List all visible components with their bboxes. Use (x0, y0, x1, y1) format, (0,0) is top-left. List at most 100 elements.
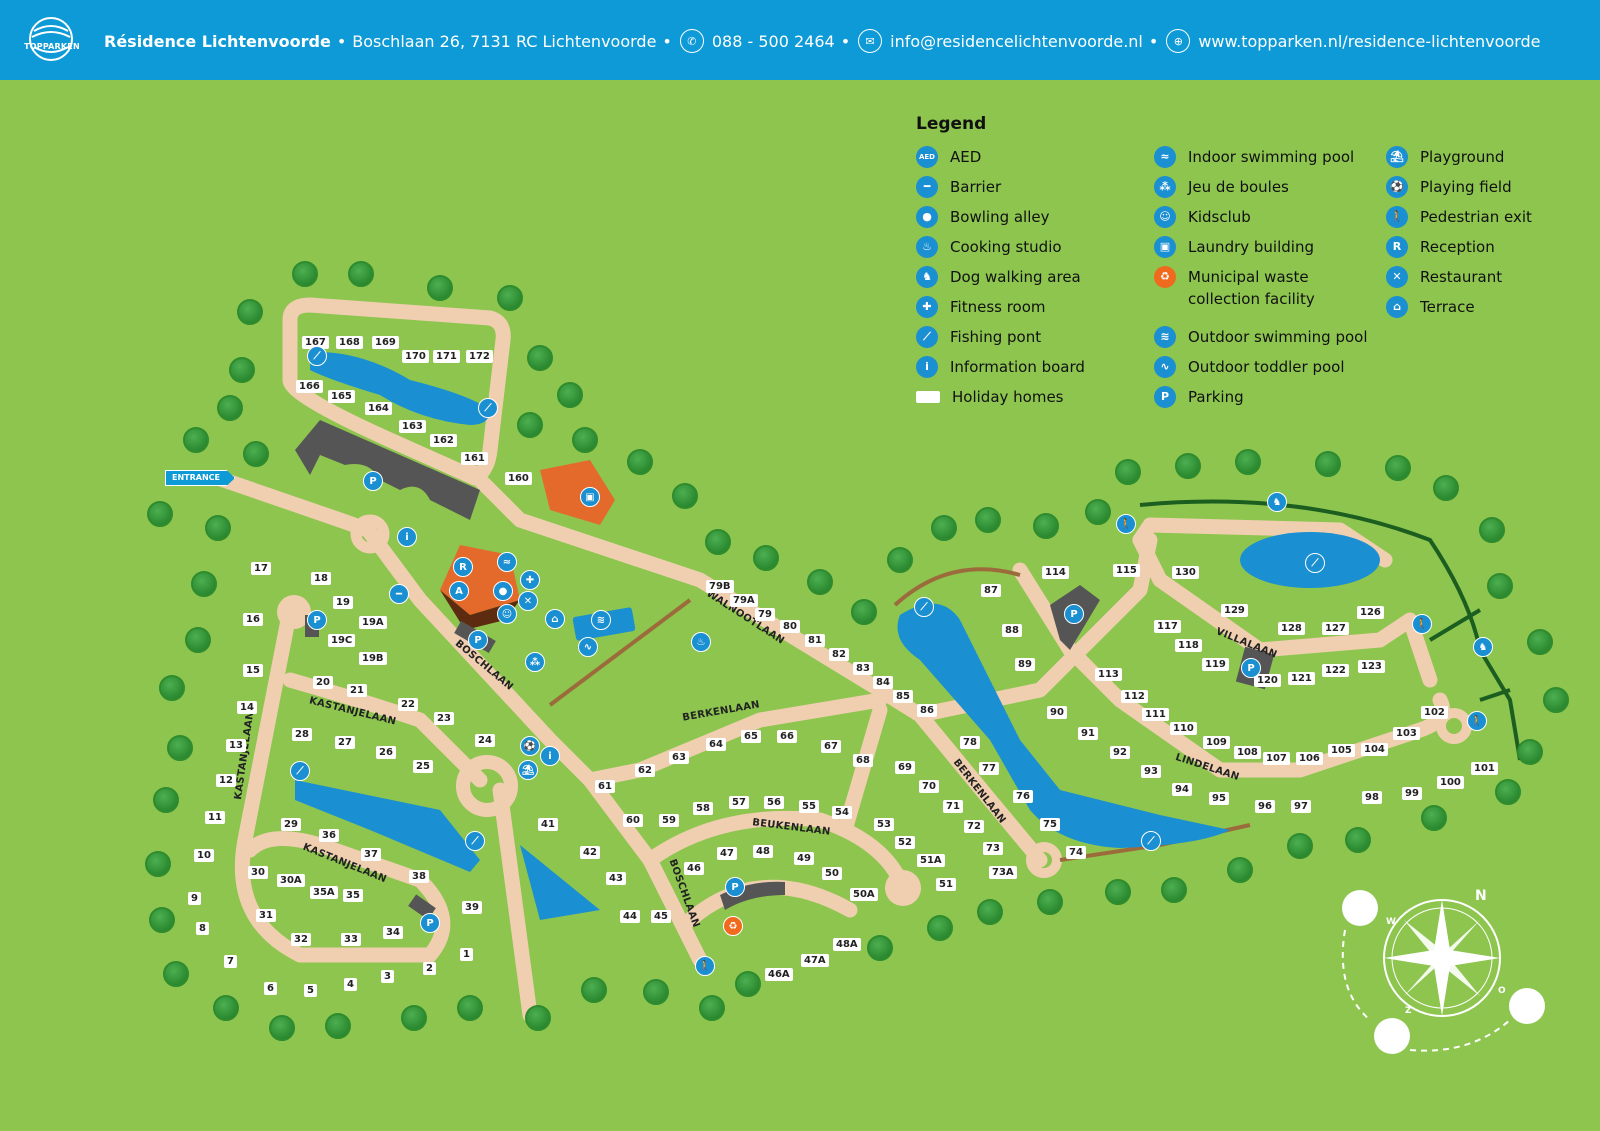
legend-label: Parking (1188, 388, 1244, 406)
legend-item: Holiday homes (916, 386, 1064, 408)
house-number: 121 (1288, 672, 1315, 685)
house-number: 81 (805, 634, 825, 647)
legend-item: ⁂Jeu de boules (1154, 176, 1289, 198)
restaurant-icon[interactable]: ✕ (518, 591, 538, 611)
park-phone[interactable]: 088 - 500 2464 (711, 31, 835, 51)
waste-icon[interactable]: ♻ (723, 916, 743, 936)
legend-item: ☺Kidsclub (1154, 206, 1251, 228)
house-number: 7 (224, 955, 237, 968)
tree-icon (975, 507, 1001, 533)
north-loop-road (282, 297, 511, 486)
aed-icon[interactable]: A (449, 581, 469, 601)
house-number: 42 (580, 846, 600, 859)
house-number: 73 (983, 842, 1003, 855)
house-number: 112 (1121, 690, 1148, 703)
house-number: 122 (1322, 664, 1349, 677)
tree-icon (517, 412, 543, 438)
house-number: 66 (777, 730, 797, 743)
info-icon[interactable]: i (397, 527, 417, 547)
legend-item: ♞Dog walking area (916, 266, 1081, 288)
house-number: 21 (347, 684, 367, 697)
parking-icon[interactable]: P (725, 877, 745, 897)
pedestrian-icon[interactable]: 🚶 (1116, 514, 1136, 534)
barrier-icon[interactable]: ━ (389, 584, 409, 604)
bowling-icon[interactable]: ● (493, 581, 513, 601)
info-icon[interactable]: i (540, 746, 560, 766)
laundry-icon[interactable]: ▣ (580, 487, 600, 507)
parking-icon[interactable]: P (420, 913, 440, 933)
holiday-home-icon (916, 391, 940, 403)
indoor-pool-icon[interactable]: ≈ (497, 552, 517, 572)
tree-icon (1517, 739, 1543, 765)
pedestrian-icon[interactable]: 🚶 (1467, 711, 1487, 731)
laundry-icon: ▣ (1154, 236, 1176, 258)
house-number: 35 (343, 889, 363, 902)
park-website[interactable]: www.topparken.nl/residence-lichtenvoorde (1198, 31, 1541, 51)
fishing-icon[interactable]: ⟋ (307, 346, 327, 366)
tree-icon (149, 907, 175, 933)
toddler-pool-icon: ∿ (1154, 356, 1176, 378)
email-icon: ✉ (858, 29, 883, 53)
tree-icon (153, 787, 179, 813)
legend-item: ✚Fitness room (916, 296, 1046, 318)
cooking-icon[interactable]: ♨ (691, 632, 711, 652)
parking-icon[interactable]: P (307, 610, 327, 630)
fishing-icon[interactable]: ⟋ (290, 761, 310, 781)
fishing-icon[interactable]: ⟋ (465, 831, 485, 851)
legend-label: Holiday homes (952, 388, 1064, 406)
fishing-icon[interactable]: ⟋ (1141, 831, 1161, 851)
sun-position-icons (1342, 890, 1545, 1054)
parking-icon[interactable]: P (1064, 604, 1084, 624)
terrace-icon[interactable]: ⌂ (545, 609, 565, 629)
fishing-icon[interactable]: ⟋ (1305, 553, 1325, 573)
house-number: 79B (706, 580, 734, 593)
parking-icon[interactable]: P (468, 630, 488, 650)
playground-icon[interactable]: ⛱ (518, 760, 538, 780)
dog-icon[interactable]: ♞ (1473, 637, 1493, 657)
outdoor-pool-icon[interactable]: ≋ (591, 610, 611, 630)
parking-icon[interactable]: P (363, 471, 383, 491)
waste-icon: ♻ (1154, 266, 1176, 288)
tree-icon (213, 995, 239, 1021)
tree-icon (147, 501, 173, 527)
parking-icon[interactable]: P (1241, 658, 1261, 678)
legend-item: ▣ Laundry building (1154, 236, 1314, 258)
terrace-icon: ⌂ (1386, 296, 1408, 318)
house-number: 19B (359, 652, 387, 665)
playing-field-icon[interactable]: ⚽ (520, 736, 540, 756)
legend-label: Municipal waste collection facility (1188, 268, 1315, 308)
toddler-pool-icon[interactable]: ∿ (578, 637, 598, 657)
house-number: 109 (1203, 736, 1230, 749)
fitness-icon[interactable]: ✚ (520, 570, 540, 590)
tree-icon (457, 995, 483, 1021)
house-number: 62 (635, 764, 655, 777)
dog-icon[interactable]: ♞ (1267, 492, 1287, 512)
sun-path (1341, 929, 1511, 1052)
house-number: 103 (1393, 727, 1420, 740)
pedestrian-icon[interactable]: 🚶 (695, 956, 715, 976)
tree-icon (977, 899, 1003, 925)
house-number: 58 (693, 802, 713, 815)
legend-label: Laundry building (1188, 238, 1314, 256)
tree-icon (1495, 779, 1521, 805)
pedestrian-icon[interactable]: 🚶 (1412, 614, 1432, 634)
kidsclub-icon[interactable]: ☺ (497, 604, 517, 624)
tree-icon (1227, 857, 1253, 883)
tree-icon (643, 979, 669, 1005)
house-number: 72 (964, 820, 984, 833)
boules-icon[interactable]: ⁂ (525, 652, 545, 672)
house-number: 87 (981, 584, 1001, 597)
separator: • (336, 31, 347, 51)
house-number: 91 (1078, 727, 1098, 740)
house-number: 32 (291, 933, 311, 946)
legend-label: Dog walking area (950, 268, 1081, 286)
house-number: 54 (832, 806, 852, 819)
fishing-icon[interactable]: ⟋ (914, 597, 934, 617)
legend-title: Legend (916, 114, 987, 134)
reception-icon[interactable]: R (453, 557, 473, 577)
house-number: 47A (801, 954, 829, 967)
fishing-icon[interactable]: ⟋ (478, 398, 498, 418)
park-email[interactable]: info@residencelichtenvoorde.nl (890, 31, 1143, 51)
